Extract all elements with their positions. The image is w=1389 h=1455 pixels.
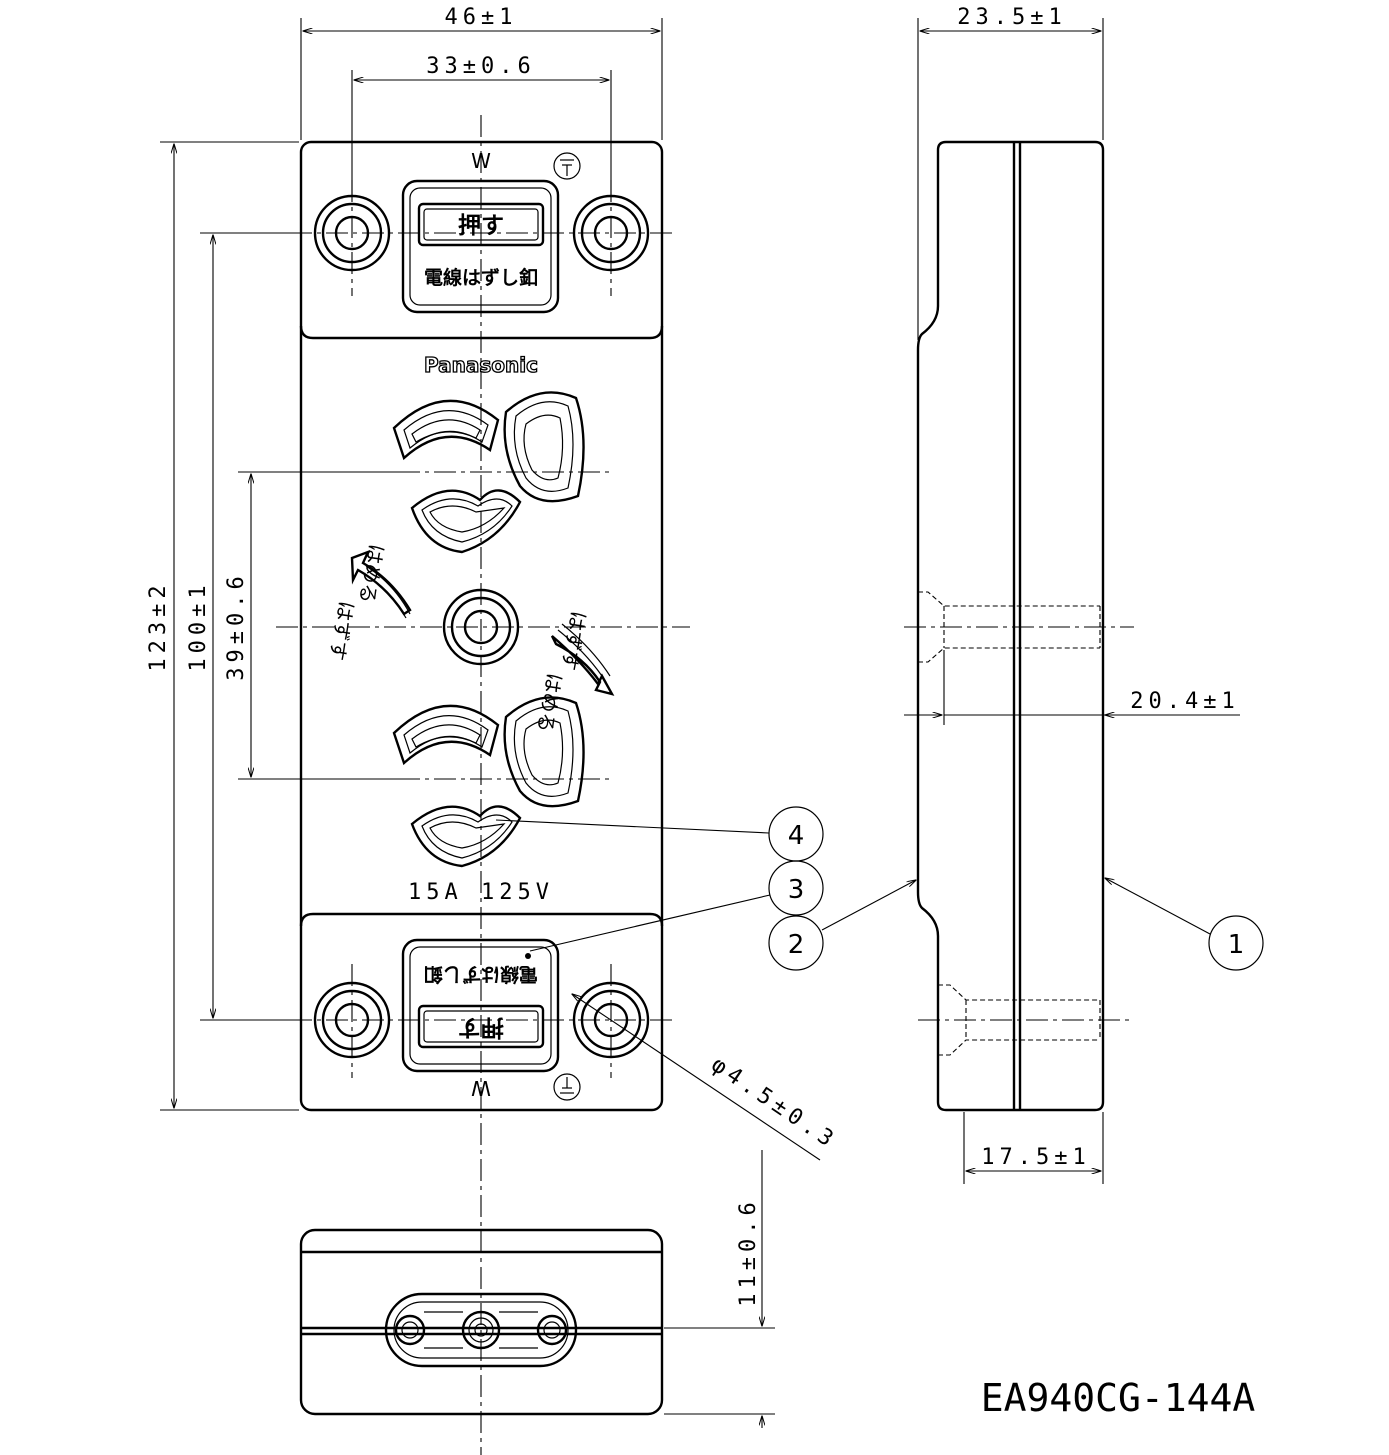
dim-depth-overall: 23.5±1 [957, 5, 1066, 30]
callout-circle-2 [768, 915, 824, 971]
callout-circle-3 [768, 860, 824, 916]
dim-depth-body: 17.5±1 [981, 1145, 1090, 1170]
outlet-slot-lower-center [410, 805, 522, 868]
terminal-recess [384, 1292, 578, 1368]
push-label-bottom: 押す [458, 1014, 504, 1040]
release-button-top: 押す 電線はずし釦 [401, 179, 560, 314]
push-label-top: 押す [458, 213, 504, 239]
wire-release-label-bottom: 電線はずし釦 [424, 963, 538, 986]
bottom-view [299, 1228, 664, 1416]
lock-text-right-a: はずす [557, 609, 591, 672]
front-view: W W 押す 電線はずし釦 押す 電線はずし釦 Panasonic [276, 115, 690, 1455]
callout-1: 1 [1228, 930, 1245, 960]
dim-depth-to-flange: 20.4±1 [1130, 689, 1239, 714]
outlet-slot-upper-left [392, 399, 500, 461]
release-button-bottom: 押す 電線はずし釦 [401, 938, 560, 1073]
front-dimensions: 46±1 33±0.6 123±2 100±1 39±0.6 φ4.5±0.3 [146, 5, 842, 1161]
dim-outlet-pitch: 39±0.6 [224, 571, 249, 680]
brand-logo: Panasonic [424, 353, 538, 377]
outlet-slot-upper-right [503, 391, 585, 503]
terminal-center [461, 1310, 501, 1350]
dim-height-overall: 123±2 [146, 580, 171, 671]
mounting-hole-bottom-left [313, 981, 391, 1059]
callout-4: 4 [788, 821, 805, 851]
model-code: EA940CG-144A [981, 1376, 1256, 1420]
mounting-hole-center [442, 588, 520, 666]
lock-arrow-left: はめる はずす [325, 542, 412, 662]
dim-hole-pitch-h: 33±0.6 [426, 54, 535, 79]
rating-label: 15A 125V [408, 880, 554, 905]
lock-arrow-right: はずす はめる [533, 609, 615, 734]
dim-base-height: 11±0.6 [736, 1197, 761, 1306]
ground-symbol-bottom-icon [553, 1073, 581, 1101]
dim-width-overall: 46±1 [445, 5, 518, 30]
callouts: 4 3 2 1 [495, 806, 1264, 971]
bottom-outline [299, 1228, 664, 1416]
terminal-right [536, 1314, 568, 1346]
outlet-slot-lower-left [392, 704, 500, 766]
callout-3: 3 [788, 875, 805, 905]
callout-2: 2 [788, 930, 805, 960]
side-dimensions: 23.5±1 20.4±1 17.5±1 [904, 5, 1240, 1184]
lock-text-left-b: はずす [325, 599, 359, 662]
dim-hole-diameter: φ4.5±0.3 [707, 1052, 842, 1154]
terminal-left [394, 1314, 426, 1346]
side-view [904, 140, 1134, 1112]
callout-circle-1 [1208, 915, 1264, 971]
dim-hole-pitch-v: 100±1 [186, 580, 211, 671]
mounting-hole-bottom-right [572, 981, 650, 1059]
terminal-mark-top: W [471, 149, 491, 173]
outlet-slot-lower-right [503, 696, 585, 808]
side-outline [916, 140, 1105, 1112]
lock-text-left-a: はめる [355, 542, 389, 605]
wire-release-label-top: 電線はずし釦 [424, 266, 538, 289]
terminal-mark-bottom: W [471, 1076, 491, 1100]
lock-text-right-b: はめる [533, 671, 567, 734]
ground-symbol-top-icon [553, 152, 581, 180]
bottom-dimensions: 11±0.6 [664, 1150, 775, 1428]
outlet-slot-upper-center [410, 489, 522, 554]
